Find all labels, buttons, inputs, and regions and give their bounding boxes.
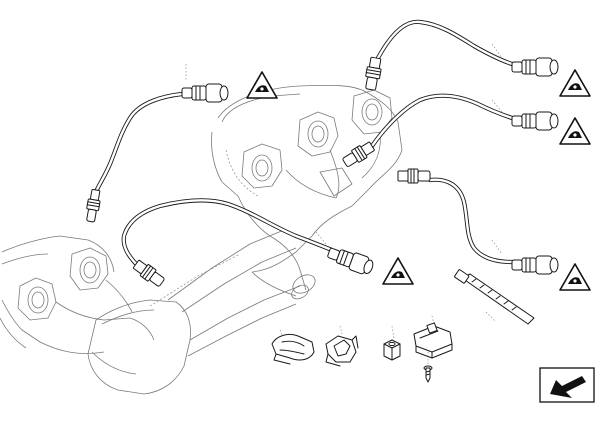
connector-holder xyxy=(413,322,453,359)
exhaust-manifold xyxy=(211,84,403,300)
exhaust-catalyst-assembly xyxy=(0,229,301,395)
oxygen-sensor-front-top xyxy=(365,19,559,91)
leader-lines xyxy=(185,43,503,364)
hazard-triangle-icon xyxy=(559,263,591,291)
return-arrow-icon[interactable] xyxy=(539,367,595,403)
hex-nut xyxy=(383,339,401,361)
oxygen-sensor-rear-left xyxy=(86,83,229,223)
screw xyxy=(423,365,433,383)
hazard-triangle-icon xyxy=(382,257,414,285)
clip-holder xyxy=(271,333,315,365)
bracket-clip xyxy=(325,335,359,367)
hazard-triangle-icon xyxy=(559,69,591,97)
oxygen-sensor-rear-center xyxy=(121,198,374,287)
cable-tie xyxy=(454,269,535,325)
oxygen-sensor-front-middle xyxy=(342,93,559,167)
hazard-triangle-icon xyxy=(246,71,278,99)
hazard-triangle-icon xyxy=(559,117,591,145)
oxygen-sensor-front-right xyxy=(397,168,559,275)
